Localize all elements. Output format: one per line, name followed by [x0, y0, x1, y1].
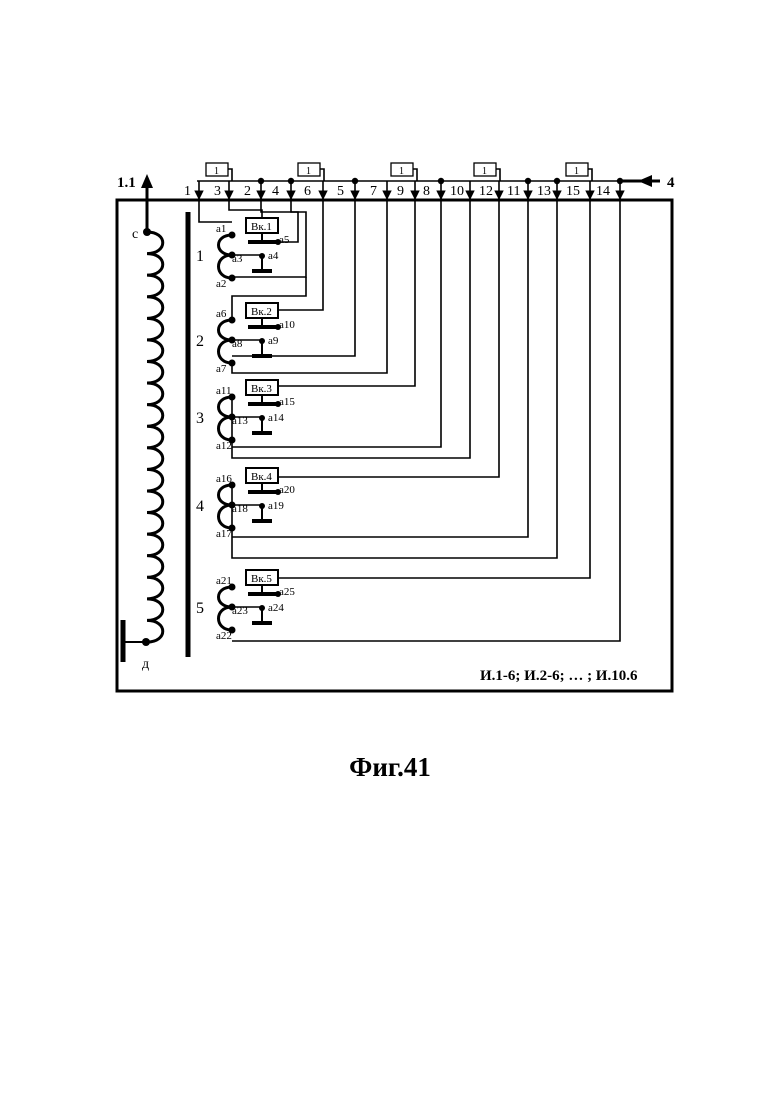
- switch-dot: [259, 605, 265, 611]
- lead: [229, 199, 262, 218]
- unit-2: 2а6а8а7Вк.2а10а9: [196, 303, 295, 375]
- coil-bottom-terminal: д: [142, 657, 149, 672]
- junction-box-label: 1: [306, 166, 311, 177]
- lead: [232, 199, 620, 641]
- switch-label: Вк.5: [251, 573, 272, 585]
- unit-number: 2: [196, 333, 204, 350]
- unit-5: 5а21а23а22Вк.5а25а24: [196, 570, 295, 642]
- switch-label: Вк.4: [251, 471, 272, 483]
- bus-junction-dot: [438, 178, 444, 184]
- bus-junction-dot: [352, 178, 358, 184]
- bus-number-label: 14: [596, 184, 610, 199]
- bus-junction-dot: [258, 178, 264, 184]
- junction-box-label: 1: [399, 166, 404, 177]
- coil-tap-dot: [229, 360, 236, 367]
- tap-label: а21: [216, 575, 232, 587]
- unit-3: 3а11а13а12Вк.3а15а14: [196, 380, 295, 452]
- bus-number-label: 10: [450, 184, 464, 199]
- bus-junction-dot: [525, 178, 531, 184]
- switch-label: Вк.3: [251, 383, 272, 395]
- main-coil-winding: [147, 232, 163, 642]
- input-lead: 1.1: [117, 174, 153, 232]
- main-coil: [142, 228, 163, 646]
- unit-number: 3: [196, 410, 204, 427]
- switch-terminal-label: а15: [279, 396, 295, 408]
- unit-1: 1а1а3а2Вк.1а5а4: [196, 218, 290, 290]
- unit-4: 4а16а18а17Вк.4а20а19: [196, 468, 295, 540]
- switch-dot: [259, 415, 265, 421]
- junction-box-label: 1: [214, 166, 219, 177]
- bus-number-label: 12: [479, 184, 493, 199]
- switch-label: Вк.1: [251, 221, 272, 233]
- tap-label: а16: [216, 473, 232, 485]
- bus-number-label: 4: [272, 184, 279, 199]
- bus-boxes: 1 1 1 1 1: [206, 163, 592, 181]
- bus-number-label: 9: [397, 184, 404, 199]
- bus-number-label: 13: [537, 184, 551, 199]
- unit-number: 1: [196, 248, 204, 265]
- bus-junction-box: 1: [391, 163, 417, 181]
- switch-terminal-label: а19: [268, 500, 284, 512]
- bus-junction-box: 1: [474, 163, 500, 181]
- bus-number-label: 5: [337, 184, 344, 199]
- tap-label: а6: [216, 308, 227, 320]
- coil-tap-dot: [229, 275, 236, 282]
- lead: [199, 199, 232, 222]
- bus-number-label: 6: [304, 184, 311, 199]
- bus-number-label: 3: [214, 184, 221, 199]
- switch-terminal-label: а10: [279, 319, 295, 331]
- figure-caption: Фиг.41: [0, 752, 780, 783]
- output-label: 4: [667, 175, 675, 191]
- bus-junction-dot: [554, 178, 560, 184]
- switch-terminal-label: а9: [268, 335, 279, 347]
- output-lead: 4: [620, 175, 675, 191]
- tap-label: а12: [216, 440, 232, 452]
- switch-terminal-label: а20: [279, 484, 295, 496]
- switch-dot: [259, 253, 265, 259]
- switch-terminal-label: а25: [279, 586, 295, 598]
- unit-number: 5: [196, 600, 204, 617]
- switch-terminal-label: а14: [268, 412, 284, 424]
- bus-junction-dot: [617, 178, 623, 184]
- switch-terminal-label: а5: [279, 234, 290, 246]
- input-label: 1.1: [117, 175, 136, 191]
- bus-labels: 132465798101211131514: [184, 184, 610, 199]
- coil-top-terminal: с: [132, 227, 138, 242]
- tap-label: а7: [216, 363, 227, 375]
- bus-number-label: 2: [244, 184, 251, 199]
- tap-label: а11: [216, 385, 231, 397]
- bus-junction-box: 1: [298, 163, 324, 181]
- bus-number-label: 1: [184, 184, 191, 199]
- coil-tap-dot: [229, 232, 236, 239]
- junction-box-label: 1: [482, 166, 487, 177]
- switch-dot: [259, 503, 265, 509]
- lead: [278, 199, 590, 578]
- bus-number-label: 11: [507, 184, 520, 199]
- footer-note: И.1-6; И.2-6; … ; И.10.6: [480, 668, 638, 684]
- bus-junction-dot: [288, 178, 294, 184]
- unit-number: 4: [196, 498, 204, 515]
- coil-tap-dot: [229, 317, 236, 324]
- switch-terminal-label: а24: [268, 602, 284, 614]
- junction-box-label: 1: [574, 166, 579, 177]
- bus-junction-box: 1: [206, 163, 232, 181]
- tap-label: а2: [216, 278, 226, 290]
- coil-top-dot: [143, 228, 151, 236]
- switch-label: Вк.2: [251, 306, 272, 318]
- lead: [232, 199, 441, 447]
- bus-number-label: 8: [423, 184, 430, 199]
- tap-label: а1: [216, 223, 226, 235]
- lead: [278, 199, 323, 310]
- bus-junction-box: 1: [566, 163, 592, 181]
- switch-terminal-label: а4: [268, 250, 279, 262]
- switch-dot: [259, 338, 265, 344]
- lead: [278, 199, 499, 477]
- bus-number-label: 15: [566, 184, 580, 199]
- bus-number-label: 7: [370, 184, 377, 199]
- tap-label: а17: [216, 528, 232, 540]
- tap-label: а22: [216, 630, 232, 642]
- device-frame: [117, 200, 672, 691]
